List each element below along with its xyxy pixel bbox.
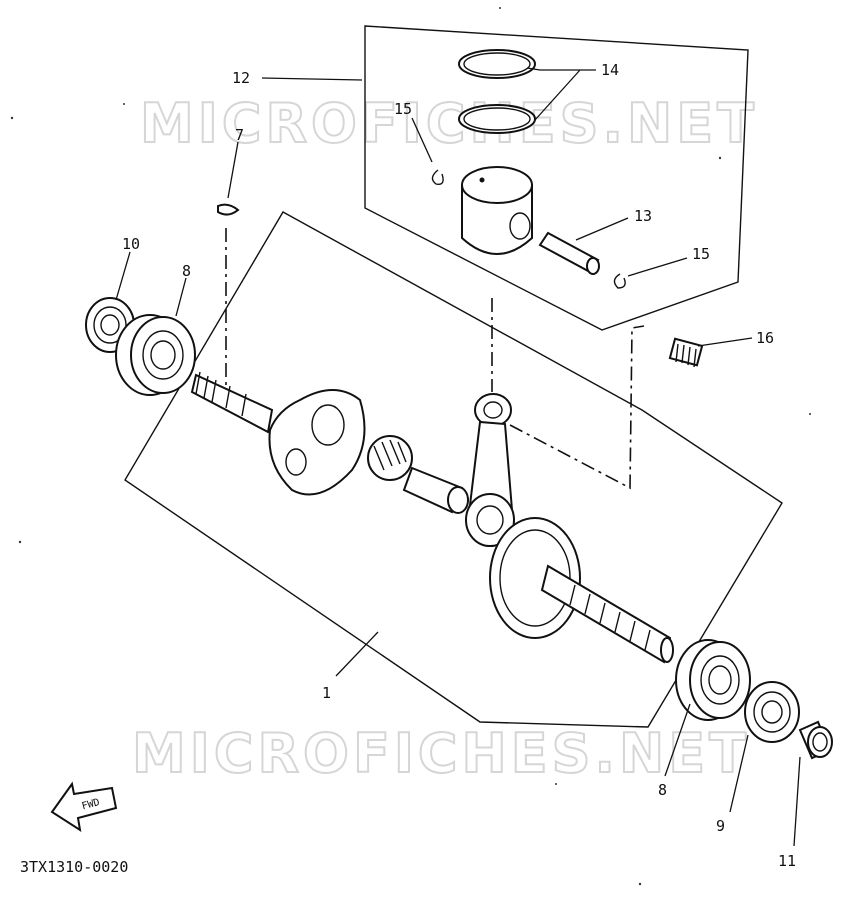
watermark-bottom: MICROFICHES.NET <box>132 722 750 785</box>
piston-rings <box>458 49 536 134</box>
leader-11 <box>793 756 801 847</box>
leader-8-left <box>175 277 187 317</box>
leader-7 <box>227 141 239 199</box>
callout-1: 1 <box>322 684 331 702</box>
fwd-label: FWD <box>81 797 101 812</box>
fwd-arrow-icon: FWD <box>50 781 118 833</box>
leader-10 <box>115 251 131 301</box>
crankshaft-frame <box>124 211 783 728</box>
callout-8-left: 8 <box>182 262 191 280</box>
leader-16 <box>697 337 753 347</box>
callout-16: 16 <box>756 329 774 347</box>
circlip-right <box>613 273 626 289</box>
bearing-right <box>675 639 751 721</box>
callout-8-right: 8 <box>658 781 667 799</box>
bearing-left <box>115 314 196 396</box>
oil-seal-right <box>744 681 800 743</box>
piston-set-frame <box>364 25 749 331</box>
bearing-centerline <box>509 325 645 490</box>
leader-12 <box>261 77 363 81</box>
crankpin-bearing <box>367 435 413 481</box>
diagram-code: 3TX1310-0020 <box>20 858 128 876</box>
callout-10: 10 <box>122 235 140 253</box>
piston-pin <box>538 231 600 275</box>
scan-specks <box>10 7 811 886</box>
leader-15-right <box>627 257 688 277</box>
crankshaft-right-half <box>489 517 674 664</box>
callout-12: 12 <box>232 69 250 87</box>
callout-9: 9 <box>716 817 725 835</box>
callout-13: 13 <box>634 207 652 225</box>
watermark-top: MICROFICHES.NET <box>140 92 758 155</box>
leader-9 <box>729 734 749 813</box>
callout-7: 7 <box>235 126 244 144</box>
collar <box>798 720 833 760</box>
callout-14: 14 <box>601 61 619 79</box>
leader-13 <box>575 217 629 241</box>
leader-14 <box>526 67 596 121</box>
piston <box>461 166 533 255</box>
callout-11: 11 <box>778 852 796 870</box>
circlip-left <box>431 169 444 185</box>
callout-15-left: 15 <box>394 100 412 118</box>
crank-pin <box>402 466 469 514</box>
leader-15-left <box>411 117 433 163</box>
crankshaft-left-half <box>190 371 366 496</box>
leader-8-right <box>664 703 691 777</box>
needle-bearing-small <box>668 337 704 368</box>
leader-1 <box>335 631 379 677</box>
callout-15-right: 15 <box>692 245 710 263</box>
woodruff-key <box>217 203 240 216</box>
connecting-rod <box>465 393 515 547</box>
